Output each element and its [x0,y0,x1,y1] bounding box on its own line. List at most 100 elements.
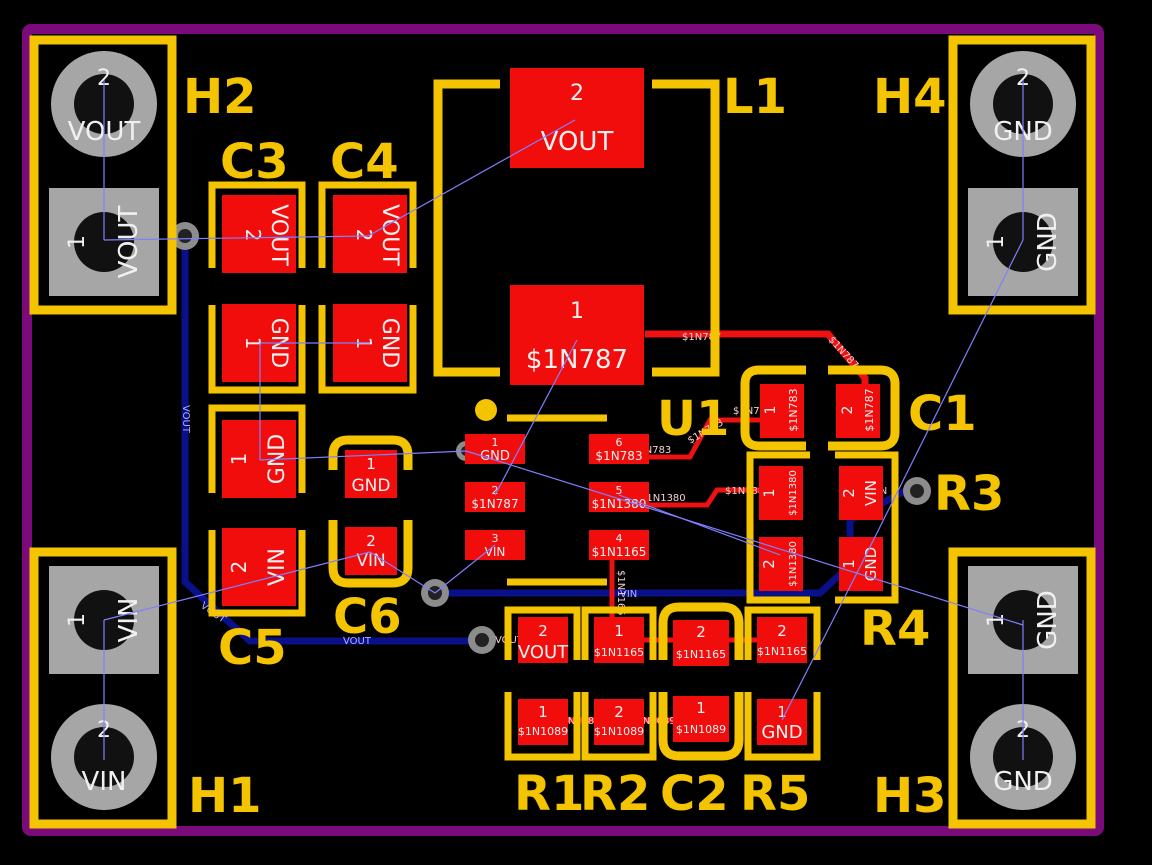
resistor-r1[interactable]: 2 VOUT 1 $1N1089 [504,606,581,761]
trace-label-n1380: $1N1380 [640,493,686,504]
r5-pin2-net: $1N1165 [757,645,807,658]
u1-pin4-pad[interactable] [589,530,649,560]
r2-pin2-num: 2 [614,703,624,721]
c2-pin1-num: 1 [696,699,706,717]
r1-pin2-num: 2 [538,622,548,640]
trace-label-vout-bottom: VOUT [343,636,372,647]
r1-pin2-net: VOUT [518,642,569,663]
via-r3[interactable] [903,477,931,505]
h3-pin1-net: GND [1033,590,1063,650]
capacitor-c1[interactable]: 1 $1N783 2 $1N787 [740,365,900,451]
c1-pin2-net: $1N787 [863,388,876,431]
header-h3[interactable]: 1 GND 2 GND [948,547,1096,829]
c6-pin1-pad[interactable] [345,450,397,498]
resistor-r5[interactable]: 2 $1N1165 1 GND [744,606,821,761]
u1-pin4-net: $1N1165 [592,545,647,559]
r1-pin2-pad[interactable] [518,617,568,663]
r2-pin2-pad[interactable] [594,699,644,745]
u1-pin3-num: 3 [492,532,499,545]
via-r1[interactable] [468,626,496,654]
capacitor-c6[interactable]: 1 GND 2 VIN [328,435,413,588]
trace-label-n783: $1N783 [632,445,671,456]
c2-designator: C2 [660,766,729,822]
r1-designator: R1 [514,766,584,822]
c1-pin2-pad[interactable] [836,384,880,438]
u1-pin5-pad[interactable] [589,482,649,512]
c5-designator: C5 [218,620,287,676]
h2-designator: H2 [183,69,257,125]
ic-u1[interactable]: 1 GND 2 $1N787 3 VIN 4 $1N1165 5 $1N1380… [465,399,649,586]
h3-designator: H3 [873,768,947,824]
c1-pin1-num: 1 [763,406,779,415]
r1-pin1-pad[interactable] [518,699,568,745]
c6-pin2-pad[interactable] [345,527,397,575]
c1-designator: C1 [908,386,977,442]
r5-pin2-pad[interactable] [757,617,807,663]
h2-pin2-num: 2 [97,66,111,91]
c1-pin1-pad[interactable] [760,384,804,438]
h4-pin1-num: 1 [984,235,1009,249]
r4-pin2-net: $1N1380 [788,541,799,587]
c2-pin1-pad[interactable] [673,696,729,742]
capacitor-c2[interactable]: 2 $1N1165 1 $1N1089 [658,602,744,761]
u1-pin3-net: VIN [485,545,506,559]
l1-pin1-pad[interactable] [510,285,644,385]
capacitor-c3[interactable]: 2 VOUT 1 GND [208,181,306,394]
c6-pin1-num: 1 [366,455,376,473]
c3-pin2-pad[interactable] [222,195,296,273]
header-h1[interactable]: 1 VIN 2 VIN [29,547,177,829]
c4-pin2-pad[interactable] [333,195,407,273]
resistor-r4[interactable]: 2 $1N1380 1 GND [759,537,883,591]
resistor-r2[interactable]: 1 $1N1165 2 $1N1089 [581,606,657,761]
r1-pin1-net: $1N1089 [518,725,568,738]
c5-pin2-pad[interactable] [222,528,296,606]
r2-pin2-net: $1N1089 [594,725,644,738]
header-h4[interactable]: 2 GND 1 GND [948,35,1096,315]
r3-pin1-pad[interactable] [759,466,803,520]
board-outline [22,24,1104,836]
u1-pin2-net: $1N787 [471,497,518,511]
c5-pin2-num: 2 [227,561,251,574]
r5-pin1-pad[interactable] [757,699,807,745]
c6-pin2-net: VIN [356,551,385,571]
r3-designator: R3 [934,466,1004,522]
u1-pin1-pad[interactable] [465,434,525,464]
trace-label-n1165-vert: $1N1165 [615,570,626,616]
r2-pin1-pad[interactable] [594,617,644,663]
capacitor-c5[interactable]: 1 GND 2 VIN [208,404,306,617]
h4-pin1-net: GND [1033,212,1063,272]
header-h2[interactable]: 2 VOUT 1 VOUT [29,35,177,315]
u1-pin1-net: GND [480,449,510,464]
h1-pin1-num: 1 [65,613,90,627]
r2-pin1-net: $1N1165 [594,646,644,659]
c6-designator: C6 [333,589,402,645]
resistor-r3[interactable]: 1 $1N1380 2 VIN [746,451,899,604]
h1-designator: H1 [188,768,262,824]
u1-pin2-pad[interactable] [465,482,525,512]
l1-designator: L1 [723,69,787,125]
h4-pin2-num: 2 [1016,66,1030,91]
r2-designator: R2 [580,766,650,822]
r3-pin1-net: $1N1380 [788,470,799,516]
l1-pin1-num: 1 [570,299,584,324]
u1-pin1-num: 1 [492,436,499,449]
c1-pin1-net: $1N783 [787,388,800,431]
r4-pin2-pad[interactable] [759,537,803,591]
c3-pin2-net: VOUT [266,204,291,266]
via-h2[interactable] [171,222,199,250]
l1-pin2-num: 2 [570,81,584,106]
u1-pin6-pad[interactable] [589,434,649,464]
r5-pin1-net: GND [761,722,802,743]
r3-pin2-pad[interactable] [839,466,883,520]
c2-pin2-pad[interactable] [673,620,729,666]
trace-label-n783-c1: $1N783 [733,406,772,417]
h3-pin2-net: GND [993,767,1053,797]
inductor-l1[interactable]: 2 VOUT 1 $1N787 [433,68,720,385]
l1-pin2-pad[interactable] [510,68,644,168]
capacitor-c4[interactable]: 2 VOUT 1 GND [318,181,417,394]
c6-pin2-num: 2 [366,532,376,550]
c5-pin1-num: 1 [227,453,251,466]
u1-pin1-marker [475,399,497,421]
r3-pin2-num: 2 [840,488,858,498]
